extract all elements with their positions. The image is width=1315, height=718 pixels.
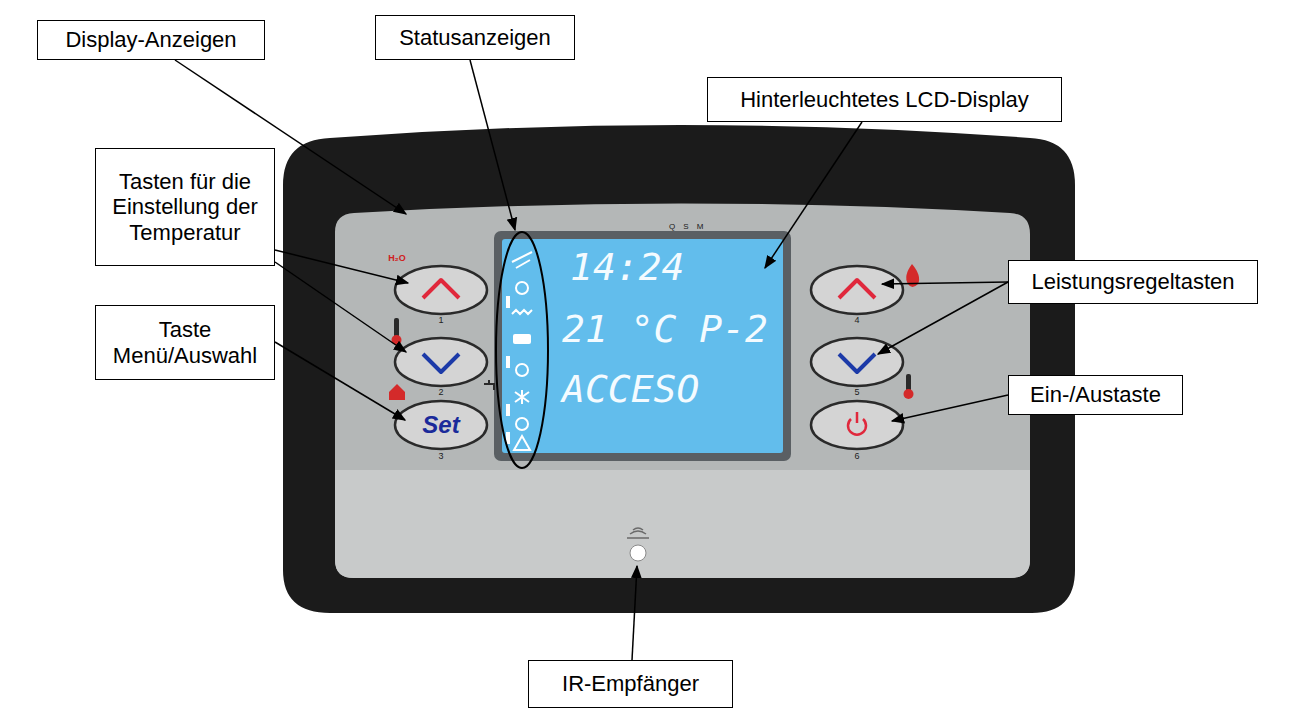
callout-box: IR-Empfänger: [528, 660, 733, 708]
leader-line: [275, 262, 406, 352]
panel-housing: [283, 125, 1075, 613]
ir-receiver-window: [630, 545, 646, 561]
callout-text: Leistungsregeltasten: [1031, 269, 1234, 294]
callout-text: Statusanzeigen: [399, 25, 551, 50]
ir-wave-symbol: [627, 528, 649, 538]
leader-line: [470, 60, 515, 230]
callout-text: Ein-/Austaste: [1030, 382, 1161, 407]
callout-text: Taste Menü/Auswahl: [102, 317, 268, 368]
callout-box: Hinterleuchtetes LCD-Display: [707, 77, 1062, 122]
callout-box: Tasten für die Einstellung der Temperatu…: [95, 148, 275, 266]
lcd-frame: [494, 231, 791, 461]
callout-box: Display-Anzeigen: [37, 20, 265, 60]
key-number: 2: [438, 388, 443, 397]
button-temp-down: [395, 338, 487, 386]
status-icons: [506, 252, 532, 450]
callout-text: Tasten für die Einstellung der Temperatu…: [102, 169, 268, 245]
leader-line: [892, 395, 1008, 421]
key-number: 6: [854, 452, 859, 461]
display-status: ACCESO: [562, 370, 699, 408]
thermometer-symbol-left: [392, 318, 402, 345]
button-power-up: [811, 266, 903, 314]
thermometer-symbol-right: [904, 374, 914, 399]
indicator-letter: M: [697, 223, 704, 231]
leader-lines: [175, 60, 1008, 660]
symbol-label: H₂O: [388, 254, 406, 263]
key-number: 4: [854, 316, 859, 325]
leader-line: [878, 282, 1008, 354]
key-number: 3: [438, 452, 443, 461]
button-power-down: [811, 338, 903, 386]
display-clock: 14:24: [570, 248, 684, 286]
indicator-letter: Q: [669, 223, 675, 231]
callout-text: Display-Anzeigen: [65, 27, 236, 52]
key-number: 1: [438, 316, 443, 325]
display-temperature-power: 21 °C P-2: [562, 310, 768, 348]
callout-text: IR-Empfänger: [562, 671, 699, 696]
callout-box: Leistungsregeltasten: [1008, 260, 1258, 304]
set-key-label: Set: [422, 413, 459, 437]
panel-face-lower: [335, 470, 1030, 578]
tap-symbol: [484, 380, 494, 390]
indicator-letter: S: [683, 223, 688, 231]
button-temp-up: [395, 266, 487, 314]
leader-line: [882, 282, 1008, 284]
button-on-off: [811, 401, 903, 449]
house-symbol: [389, 384, 405, 400]
leader-line: [765, 122, 862, 268]
panel-face: [335, 204, 1030, 579]
status-highlight-ellipse: [496, 232, 548, 468]
callout-box: Ein-/Austaste: [1008, 375, 1183, 415]
callout-box: Statusanzeigen: [375, 15, 575, 60]
callout-text: Hinterleuchtetes LCD-Display: [740, 87, 1029, 112]
callout-box: Taste Menü/Auswahl: [95, 305, 275, 380]
leader-line: [632, 566, 637, 660]
leader-line: [275, 342, 405, 420]
button-set: [395, 401, 487, 449]
key-number: 5: [854, 388, 859, 397]
lcd-screen: [502, 239, 783, 453]
leader-line: [275, 250, 408, 283]
